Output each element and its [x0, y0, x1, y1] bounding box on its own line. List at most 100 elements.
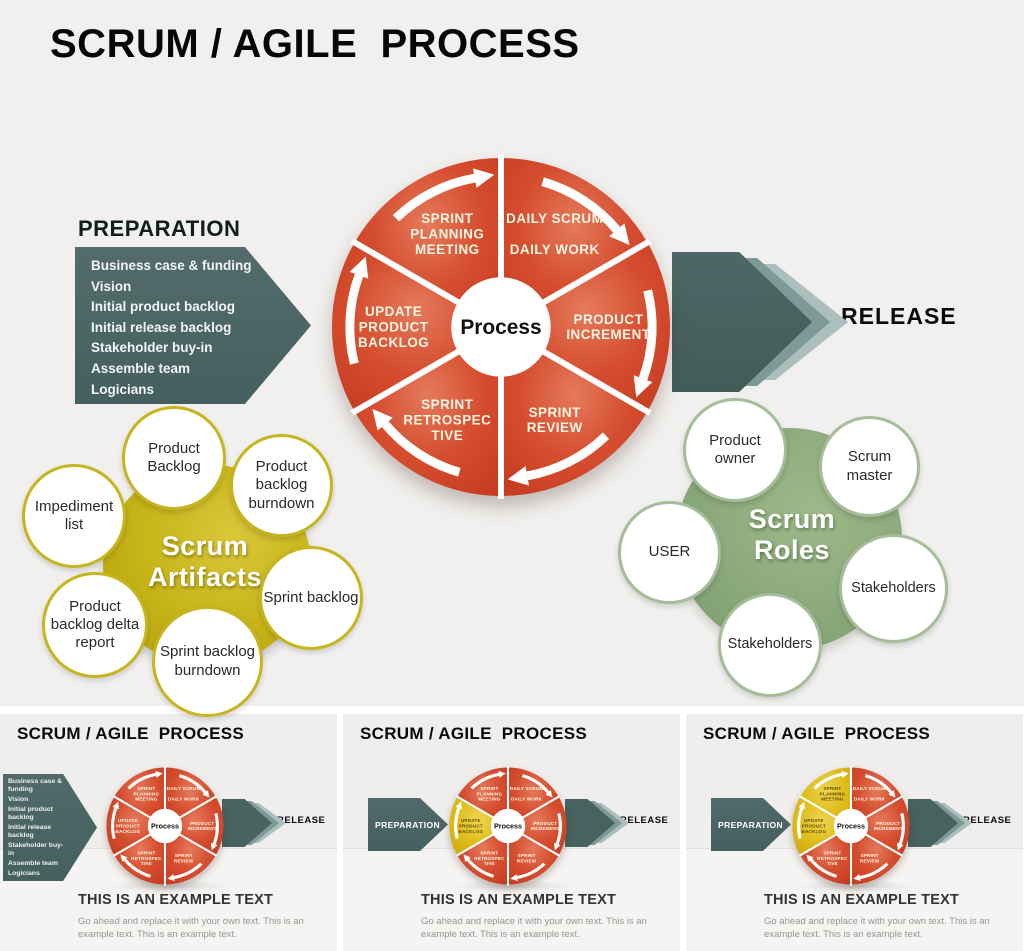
preparation-item: Initial release backlog — [91, 319, 232, 335]
wheel-segment-5[interactable] — [457, 767, 508, 826]
slide-thumbnail-2[interactable]: SCRUM / AGILE PROCESS PREPARATION Proces… — [343, 714, 680, 951]
wheel-segment-1[interactable] — [508, 796, 567, 856]
artifact-impediment-list[interactable]: Impediment list — [22, 464, 126, 568]
wheel-cycle-arrow-icon — [466, 858, 495, 878]
wheel-cycle-arrow-icon — [212, 812, 219, 845]
wheel-segment-5[interactable] — [800, 767, 851, 826]
wheel-segment-4[interactable] — [449, 796, 508, 856]
wheel-segment-0[interactable] — [851, 767, 902, 826]
wheel-segment-4[interactable] — [792, 796, 851, 856]
thumbnail-example-heading: THIS IS AN EXAMPLE TEXT — [78, 892, 273, 908]
thumbnail-release-chevron-dark — [222, 799, 272, 847]
wheel-segment-1[interactable] — [851, 796, 910, 856]
slide-thumbnail-3[interactable]: SCRUM / AGILE PROCESS PREPARATION Proces… — [686, 714, 1023, 951]
wheel-segment-5[interactable] — [354, 157, 501, 327]
thumbnail-wheel-shadow — [794, 880, 919, 892]
artifact-product-backlog-burndown[interactable]: Product backlog burndown — [230, 434, 333, 537]
wheel-segment-3[interactable] — [114, 826, 165, 885]
thumbnail-title: SCRUM / AGILE PROCESS — [360, 724, 587, 743]
wheel-segment-5[interactable] — [114, 767, 165, 826]
thumbnail-example-body: Go ahead and replace it with your own te… — [421, 916, 647, 940]
wheel-cycle-arrowhead-icon — [155, 771, 163, 778]
wheel-segment-label: DAILY SCRUM DAILY WORK — [506, 211, 603, 257]
thumbnail-release-label: RELEASE — [620, 815, 669, 826]
wheel-segment-2[interactable] — [501, 327, 648, 497]
wheel-cycle-arrow-icon — [381, 421, 461, 477]
wheel-segment-1[interactable] — [501, 242, 671, 412]
wheel-cycle-arrowhead-icon — [507, 466, 529, 486]
wheel-segment-0[interactable] — [508, 767, 559, 826]
wheel-cycle-arrowhead-icon — [841, 771, 849, 778]
wheel-segment-1[interactable] — [165, 796, 224, 856]
thumbnail-list-item: Initial product backlog — [8, 806, 53, 821]
wheel-center — [147, 808, 183, 844]
scrum-roles-title: Scrum Roles — [748, 504, 836, 566]
release-label: RELEASE — [841, 303, 957, 329]
wheel-cycle-arrowhead-icon — [167, 874, 175, 881]
wheel-segment-2[interactable] — [165, 826, 216, 885]
artifact-sprint-backlog-burndown[interactable]: Sprint backlog burndown — [152, 606, 263, 717]
thumbnail-example-body: Go ahead and replace it with your own te… — [764, 916, 990, 940]
wheel-center — [451, 277, 551, 377]
wheel-segment-2[interactable] — [508, 826, 559, 885]
wheel-cycle-arrow-icon — [541, 177, 621, 233]
wheel-segment-3[interactable] — [800, 826, 851, 885]
role-stakeholders[interactable]: Stakeholders — [718, 593, 822, 697]
wheel-cycle-arrowhead-icon — [896, 842, 904, 851]
artifact-label: Product backlog burndown — [248, 458, 315, 512]
wheel-cycle-arrowhead-icon — [510, 874, 518, 881]
page-title: SCRUM / AGILE PROCESS — [50, 22, 580, 66]
wheel-segment-0[interactable] — [165, 767, 216, 826]
wheel-cycle-arrow-icon — [555, 812, 562, 845]
role-stakeholders[interactable]: Stakeholders — [839, 534, 948, 643]
wheel-segment-2[interactable] — [851, 826, 902, 885]
artifact-label: Product Backlog — [147, 439, 201, 475]
wheel-cycle-arrow-icon — [638, 289, 657, 381]
thumbnail-list-item: Vision — [8, 795, 29, 803]
wheel-cycle-arrowhead-icon — [798, 801, 806, 810]
thumbnail-example-heading: THIS IS AN EXAMPLE TEXT — [764, 892, 959, 908]
artifact-label: Product backlog delta report — [50, 597, 140, 652]
wheel-cycle-arrow-icon — [123, 858, 152, 878]
wheel-cycle-arrowhead-icon — [210, 842, 218, 851]
wheel-cycle-arrow-icon — [111, 807, 118, 840]
preparation-arrow[interactable]: Business case & funding Vision Initial p… — [75, 247, 311, 404]
artifact-sprint-backlog[interactable]: Sprint backlog — [259, 546, 363, 650]
role-label: Product owner — [709, 431, 761, 467]
artifact-label: Impediment list — [34, 497, 114, 533]
wheel-center-label: Process — [151, 821, 179, 830]
wheel-segment-4[interactable] — [331, 242, 501, 412]
artifact-product-backlog[interactable]: Product Backlog — [122, 406, 226, 510]
wheel-cycle-arrow-icon — [178, 774, 207, 794]
role-product-owner[interactable]: Product owner — [683, 398, 787, 502]
role-user[interactable]: USER — [618, 501, 721, 604]
wheel-cycle-arrow-icon — [526, 432, 610, 481]
wheel-cycle-arrow-icon — [859, 862, 889, 880]
wheel-center — [490, 808, 526, 844]
wheel-segment-3[interactable] — [457, 826, 508, 885]
thumbnail-title: SCRUM / AGILE PROCESS — [17, 724, 244, 743]
artifact-product-backlog-delta-report[interactable]: Product backlog delta report — [42, 572, 148, 678]
preparation-item: Logicians — [91, 381, 155, 397]
main-slide: SCRUM / AGILE PROCESS PREPARATION Busine… — [0, 0, 1024, 717]
role-scrum-master[interactable]: Scrum master — [819, 416, 920, 517]
preparation-item: Initial product backlog — [91, 299, 236, 315]
release-chevron-dark — [672, 252, 812, 392]
wheel-segment-3[interactable] — [354, 327, 501, 497]
slide-thumbnail-1[interactable]: SCRUM / AGILE PROCESS Business case & fu… — [0, 714, 337, 951]
wheel-segment-4[interactable] — [106, 796, 165, 856]
wheel-segment-0[interactable] — [501, 157, 648, 327]
wheel-cycle-arrow-icon — [898, 812, 905, 845]
wheel-cycle-arrowhead-icon — [112, 801, 120, 810]
wheel-center-label: Process — [837, 821, 865, 830]
